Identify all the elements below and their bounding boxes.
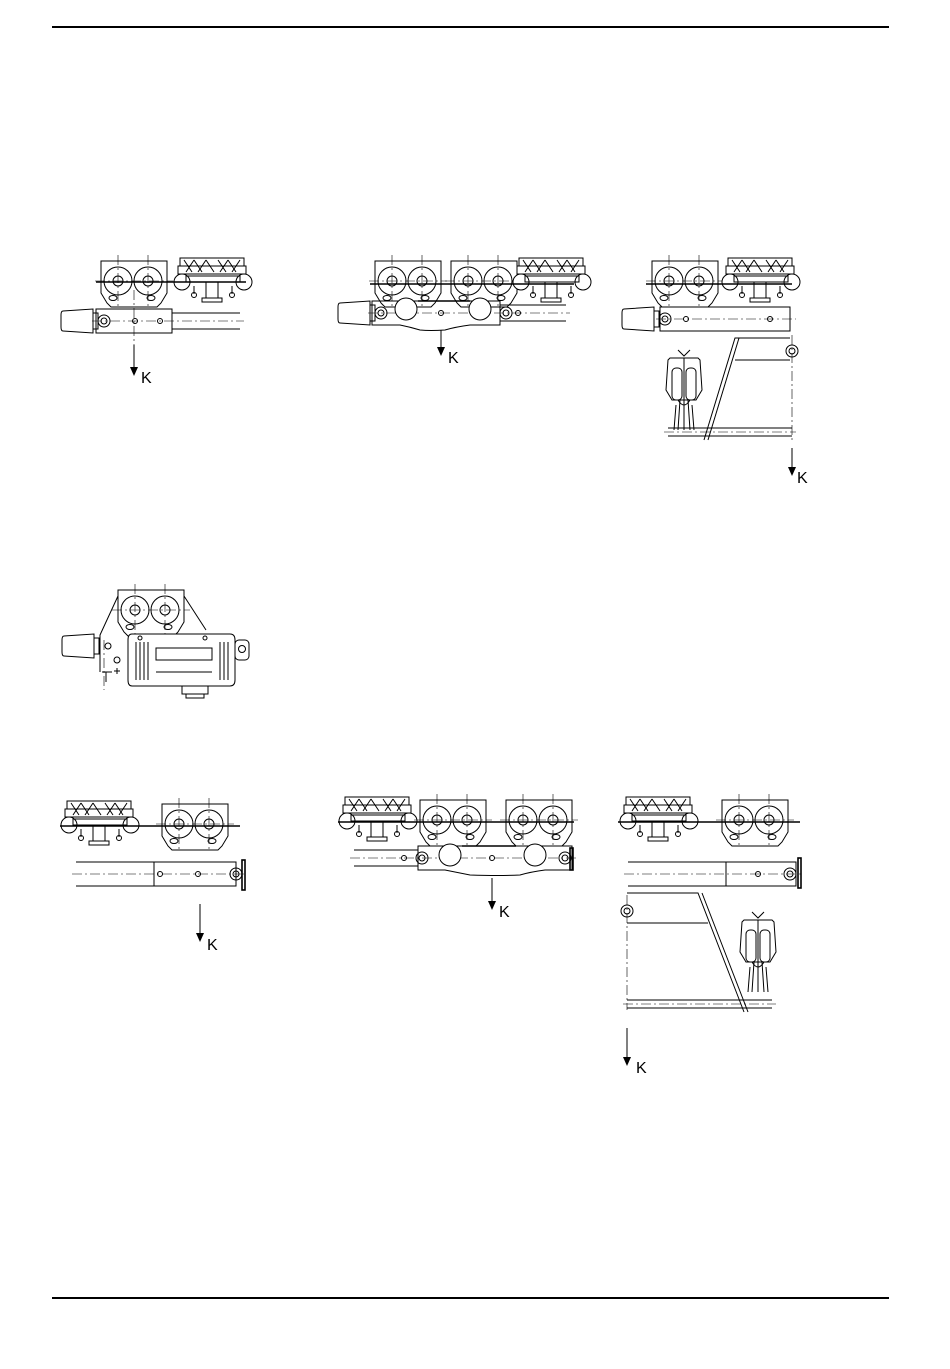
figure-6-load-label: K: [499, 904, 510, 921]
figure-3-drawing: [622, 255, 800, 476]
figure-1-load-label: K: [141, 370, 152, 387]
figure-4-drawing: [62, 584, 249, 698]
figure-2-drawing: [338, 255, 591, 356]
figure-2-load-label: K: [448, 350, 459, 367]
figure-7-drawing: [618, 794, 804, 1066]
figure-3-load-label: K: [797, 470, 808, 487]
figure-1-drawing: [61, 255, 252, 376]
figure-5-load-label: K: [207, 937, 218, 954]
figure-6-drawing: [338, 794, 578, 910]
figure-5-drawing: [60, 798, 245, 942]
figure-7-load-label: K: [636, 1060, 647, 1077]
